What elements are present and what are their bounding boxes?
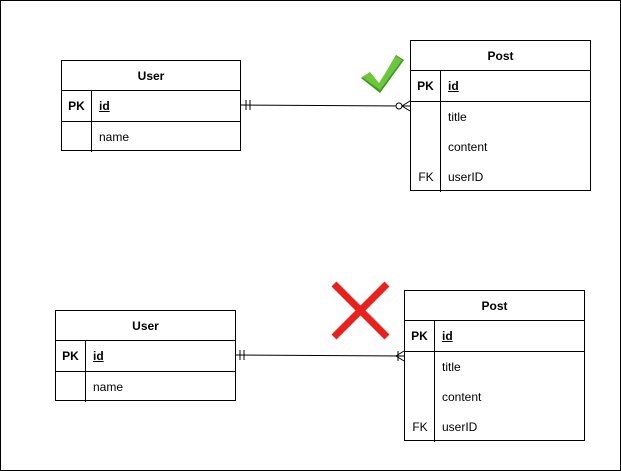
entity-row: name: [62, 122, 240, 152]
field-label: name: [99, 130, 130, 144]
post-entity-top[interactable]: Post PK id title content FK userID: [410, 40, 591, 192]
entity-title: User: [56, 311, 235, 341]
key-label: PK: [411, 71, 441, 101]
entity-row: name: [56, 372, 235, 402]
entity-row: content: [405, 382, 584, 412]
key-label: PK: [56, 341, 86, 371]
entity-attributes: title content FK userID: [411, 102, 590, 192]
key-label: [411, 102, 441, 132]
entity-title: Post: [411, 41, 590, 71]
key-label: [405, 382, 435, 412]
field-label: id: [442, 329, 453, 343]
entity-row-pk: PK id: [411, 71, 590, 102]
field-label: userID: [448, 170, 484, 184]
key-label: PK: [62, 91, 92, 121]
entity-row: title: [405, 352, 584, 382]
field-label: id: [93, 349, 104, 363]
key-label: [411, 132, 441, 162]
field-label: title: [442, 360, 461, 374]
post-entity-bottom[interactable]: Post PK id title content FK userID: [404, 290, 585, 442]
key-label: FK: [412, 420, 428, 434]
entity-row: content: [411, 132, 590, 162]
key-label: [405, 352, 435, 382]
field-label: content: [448, 140, 488, 154]
field-label: id: [99, 99, 110, 113]
entity-row: FK userID: [405, 412, 584, 442]
entity-row: FK userID: [411, 162, 590, 192]
field-label: userID: [442, 420, 478, 434]
entity-title: User: [62, 61, 240, 91]
entity-title: Post: [405, 291, 584, 321]
key-label: PK: [405, 321, 435, 351]
key-label: [62, 122, 92, 152]
user-entity-bottom[interactable]: User PK id name: [55, 310, 236, 402]
key-label: [56, 372, 86, 402]
field-label: name: [93, 380, 124, 394]
entity-row-pk: PK id: [405, 321, 584, 352]
field-label: id: [448, 79, 459, 93]
user-entity-top[interactable]: User PK id name: [61, 60, 241, 152]
entity-row-pk: PK id: [62, 91, 240, 122]
field-label: content: [442, 390, 482, 404]
entity-row: title: [411, 102, 590, 132]
entity-attributes: title content FK userID: [405, 352, 584, 442]
key-label: FK: [418, 170, 434, 184]
field-label: title: [448, 110, 467, 124]
entity-row-pk: PK id: [56, 341, 235, 372]
